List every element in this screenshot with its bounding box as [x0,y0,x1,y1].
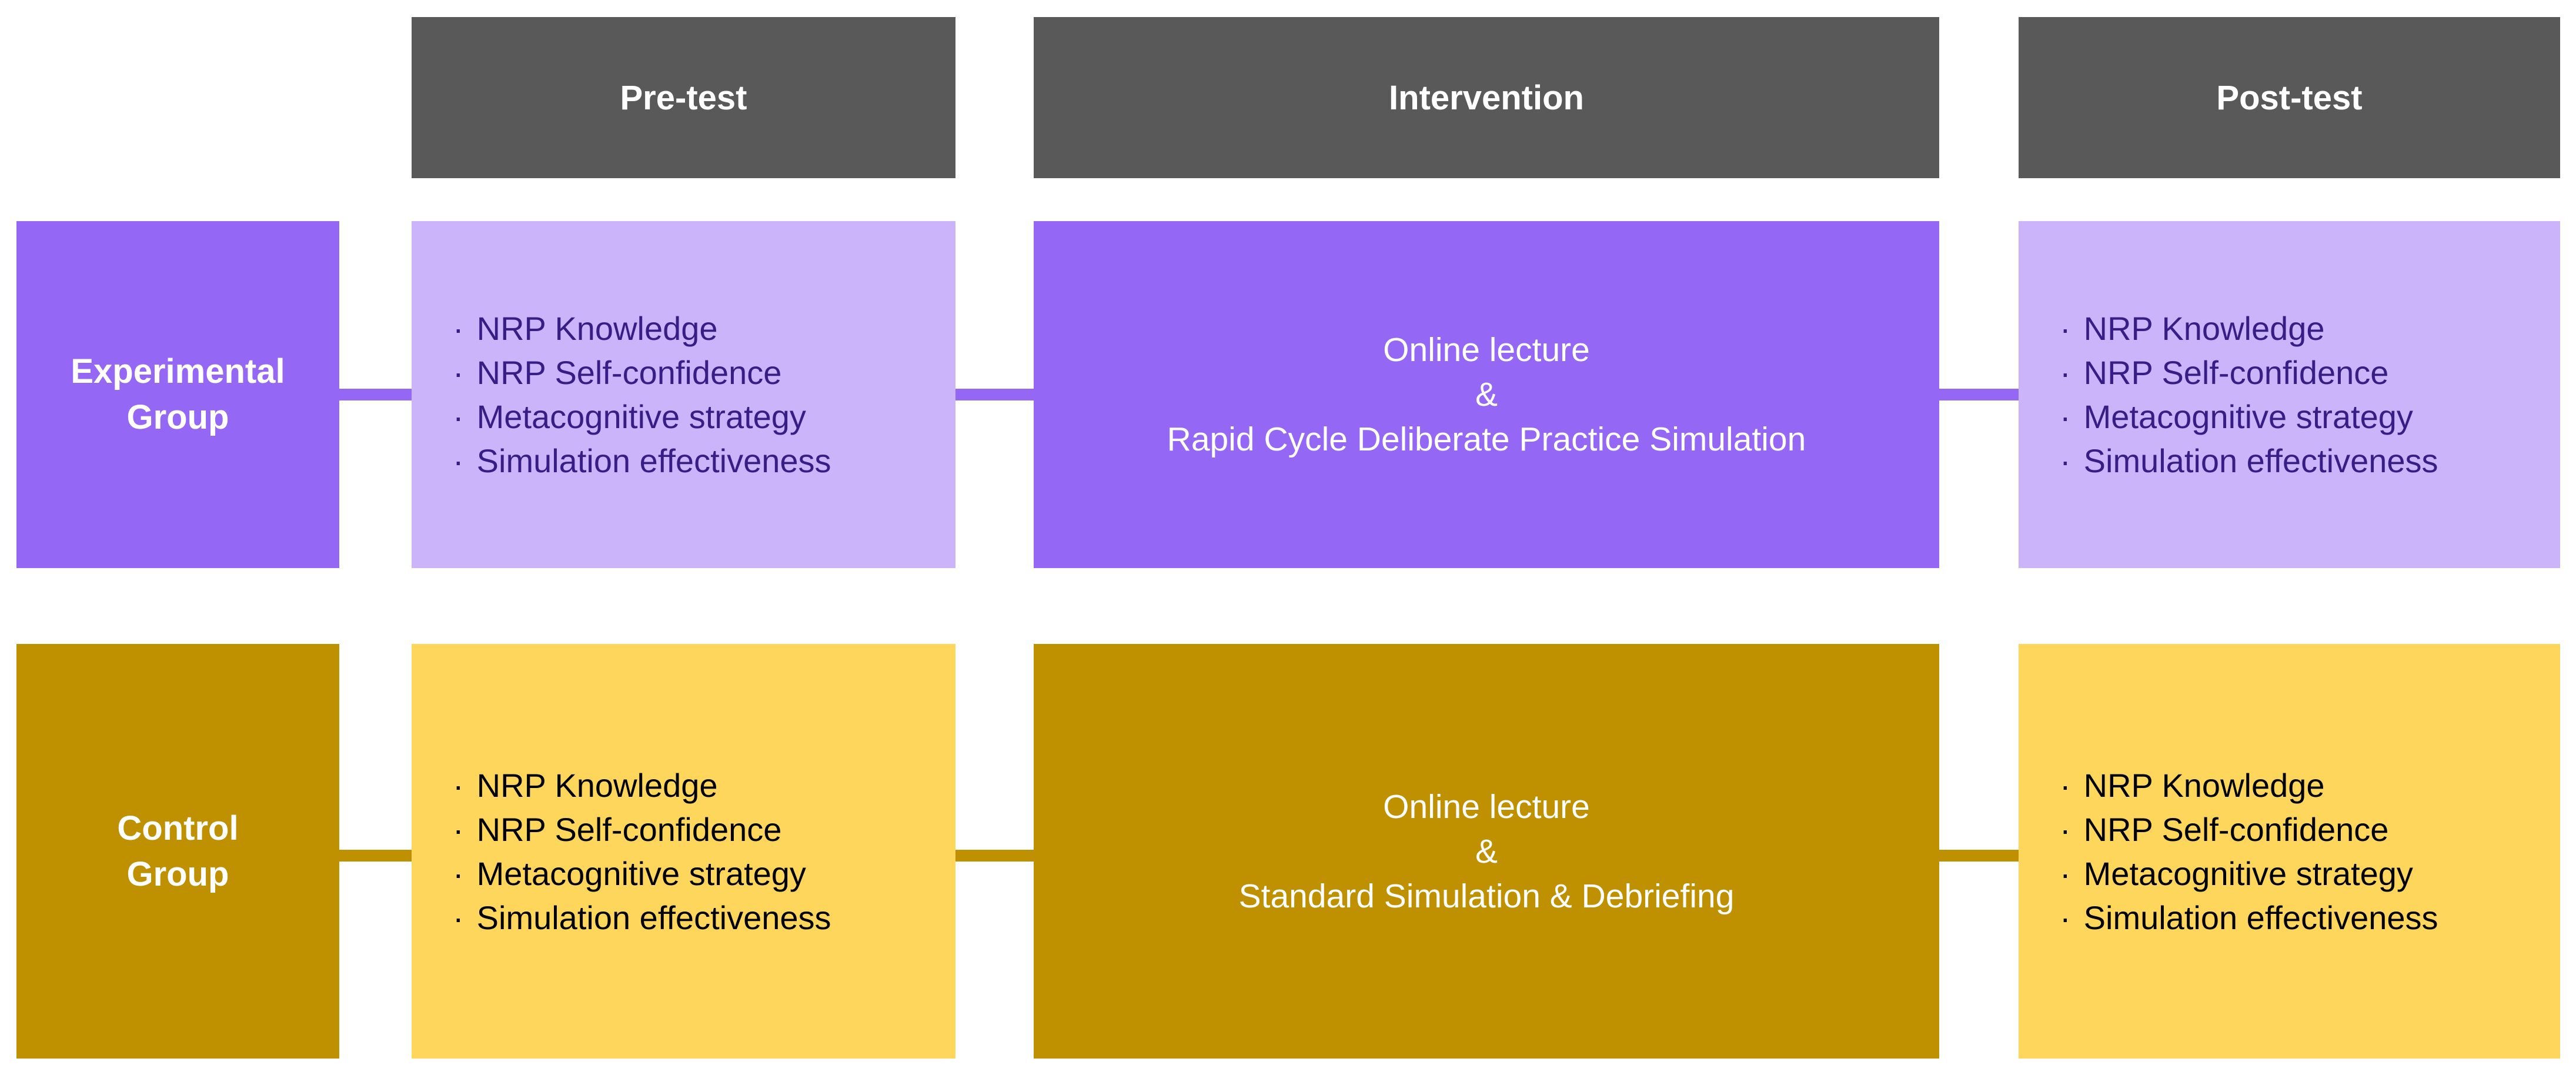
measure-label: NRP Knowledge [476,766,718,804]
measure-label: Simulation effectiveness [476,899,831,936]
control-group-label-line1: Control [117,809,239,847]
intervention-line1: Online lecture [1383,787,1590,826]
bullet-dot: · [453,766,464,804]
list-item: · Simulation effectiveness [2060,896,2438,940]
list-item: · Simulation effectiveness [2060,439,2438,483]
phase-header-pretest-label: Pre-test [620,78,747,117]
list-item: · Metacognitive strategy [453,852,806,896]
intervention-line2: & [1475,376,1498,413]
intervention-line1: Online lecture [1383,331,1590,369]
bullet-dot: · [453,398,464,435]
list-item: · Simulation effectiveness [453,896,831,940]
measure-label: NRP Self-confidence [476,810,782,848]
phase-header-posttest-label: Post-test [2216,78,2363,117]
experimental-group-label-line2: Group [126,398,229,436]
intervention-line3: Rapid Cycle Deliberate Practice Simulati… [1167,420,1806,458]
bullet-dot: · [453,899,464,936]
intervention-line3: Standard Simulation & Debriefing [1238,877,1735,915]
phase-header-intervention-label: Intervention [1389,78,1584,117]
measure-label: NRP Self-confidence [2083,354,2389,391]
bullet-dot: · [453,810,464,848]
bullet-dot: · [2060,398,2071,435]
list-item: · NRP Self-confidence [2060,807,2388,852]
control-pretest-box: · NRP Knowledge · NRP Self-confidence · Met… [412,644,955,1059]
measure-label: NRP Knowledge [476,310,718,347]
control-group-label-line2: Group [126,854,229,893]
list-item: · NRP Knowledge [2060,306,2325,350]
intervention-line2: & [1475,832,1498,870]
bullet-dot: · [2060,354,2071,391]
phase-header-posttest: Post-test [2019,17,2560,178]
bullet-dot: · [2060,766,2071,804]
bullet-dot: · [2060,310,2071,347]
control-intervention-box: Online lecture & Standard Simulation & D… [1034,644,1939,1059]
measure-label: Simulation effectiveness [476,442,831,479]
control-posttest-box: · NRP Knowledge · NRP Self-confidence · Met… [2019,644,2560,1059]
list-item: · NRP Self-confidence [2060,350,2388,395]
list-item: · Simulation effectiveness [453,439,831,483]
bullet-dot: · [453,854,464,892]
bullet-dot: · [2060,442,2071,479]
list-item: · Metacognitive strategy [2060,395,2413,439]
bullet-dot: · [453,354,464,391]
measure-label: NRP Self-confidence [476,354,782,391]
experimental-intervention-box: Online lecture & Rapid Cycle Deliberate … [1034,221,1939,568]
bullet-dot: · [453,310,464,347]
measure-label: Simulation effectiveness [2083,899,2438,936]
measure-label: Metacognitive strategy [476,398,806,435]
measure-label: NRP Knowledge [2083,766,2325,804]
experimental-posttest-box: · NRP Knowledge · NRP Self-confidence · Met… [2019,221,2560,568]
list-item: · NRP Self-confidence [453,350,781,395]
experimental-group-label-line1: Experimental [71,352,285,390]
phase-header-intervention: Intervention [1034,17,1939,178]
bullet-dot: · [453,442,464,479]
measure-label: Metacognitive strategy [2083,854,2413,892]
list-item: · NRP Knowledge [453,763,718,807]
bullet-dot: · [2060,899,2071,936]
experimental-group-box: Experimental Group [16,221,339,568]
list-item: · Metacognitive strategy [2060,852,2413,896]
experimental-pretest-box: · NRP Knowledge · NRP Self-confidence · Met… [412,221,955,568]
bullet-dot: · [2060,810,2071,848]
list-item: · NRP Knowledge [2060,763,2325,807]
list-item: · NRP Knowledge [453,306,718,350]
list-item: · Metacognitive strategy [453,395,806,439]
list-item: · NRP Self-confidence [453,807,781,852]
measure-label: Metacognitive strategy [2083,398,2413,435]
measure-label: NRP Knowledge [2083,310,2325,347]
measure-label: NRP Self-confidence [2083,810,2389,848]
control-group-box: Control Group [16,644,339,1059]
bullet-dot: · [2060,854,2071,892]
phase-header-pretest: Pre-test [412,17,955,178]
measure-label: Simulation effectiveness [2083,442,2438,479]
measure-label: Metacognitive strategy [476,854,806,892]
